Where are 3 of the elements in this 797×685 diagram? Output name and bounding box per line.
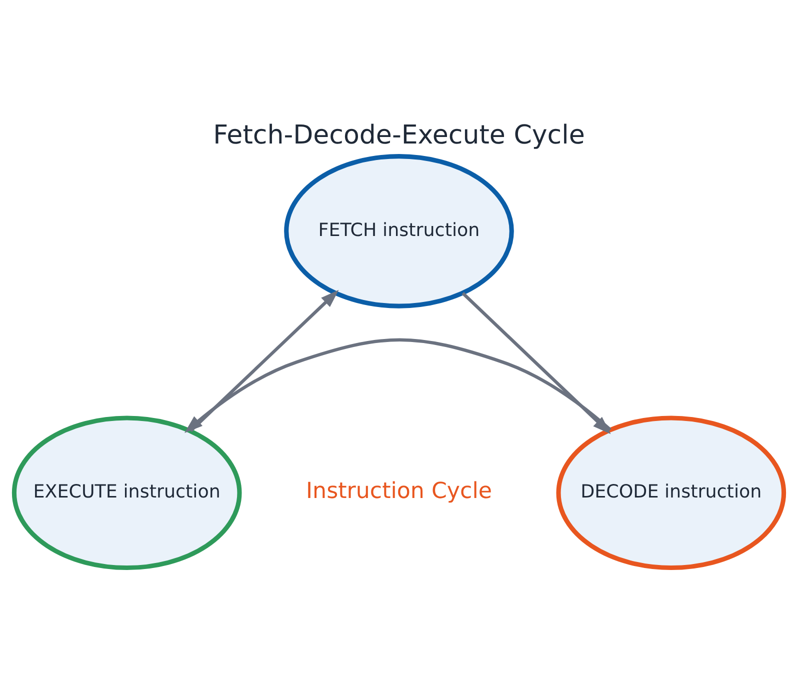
diagram-title: Fetch-Decode-Execute Cycle [212, 120, 584, 150]
arrow [189, 290, 338, 432]
label: Instruction Cycle [306, 478, 492, 504]
